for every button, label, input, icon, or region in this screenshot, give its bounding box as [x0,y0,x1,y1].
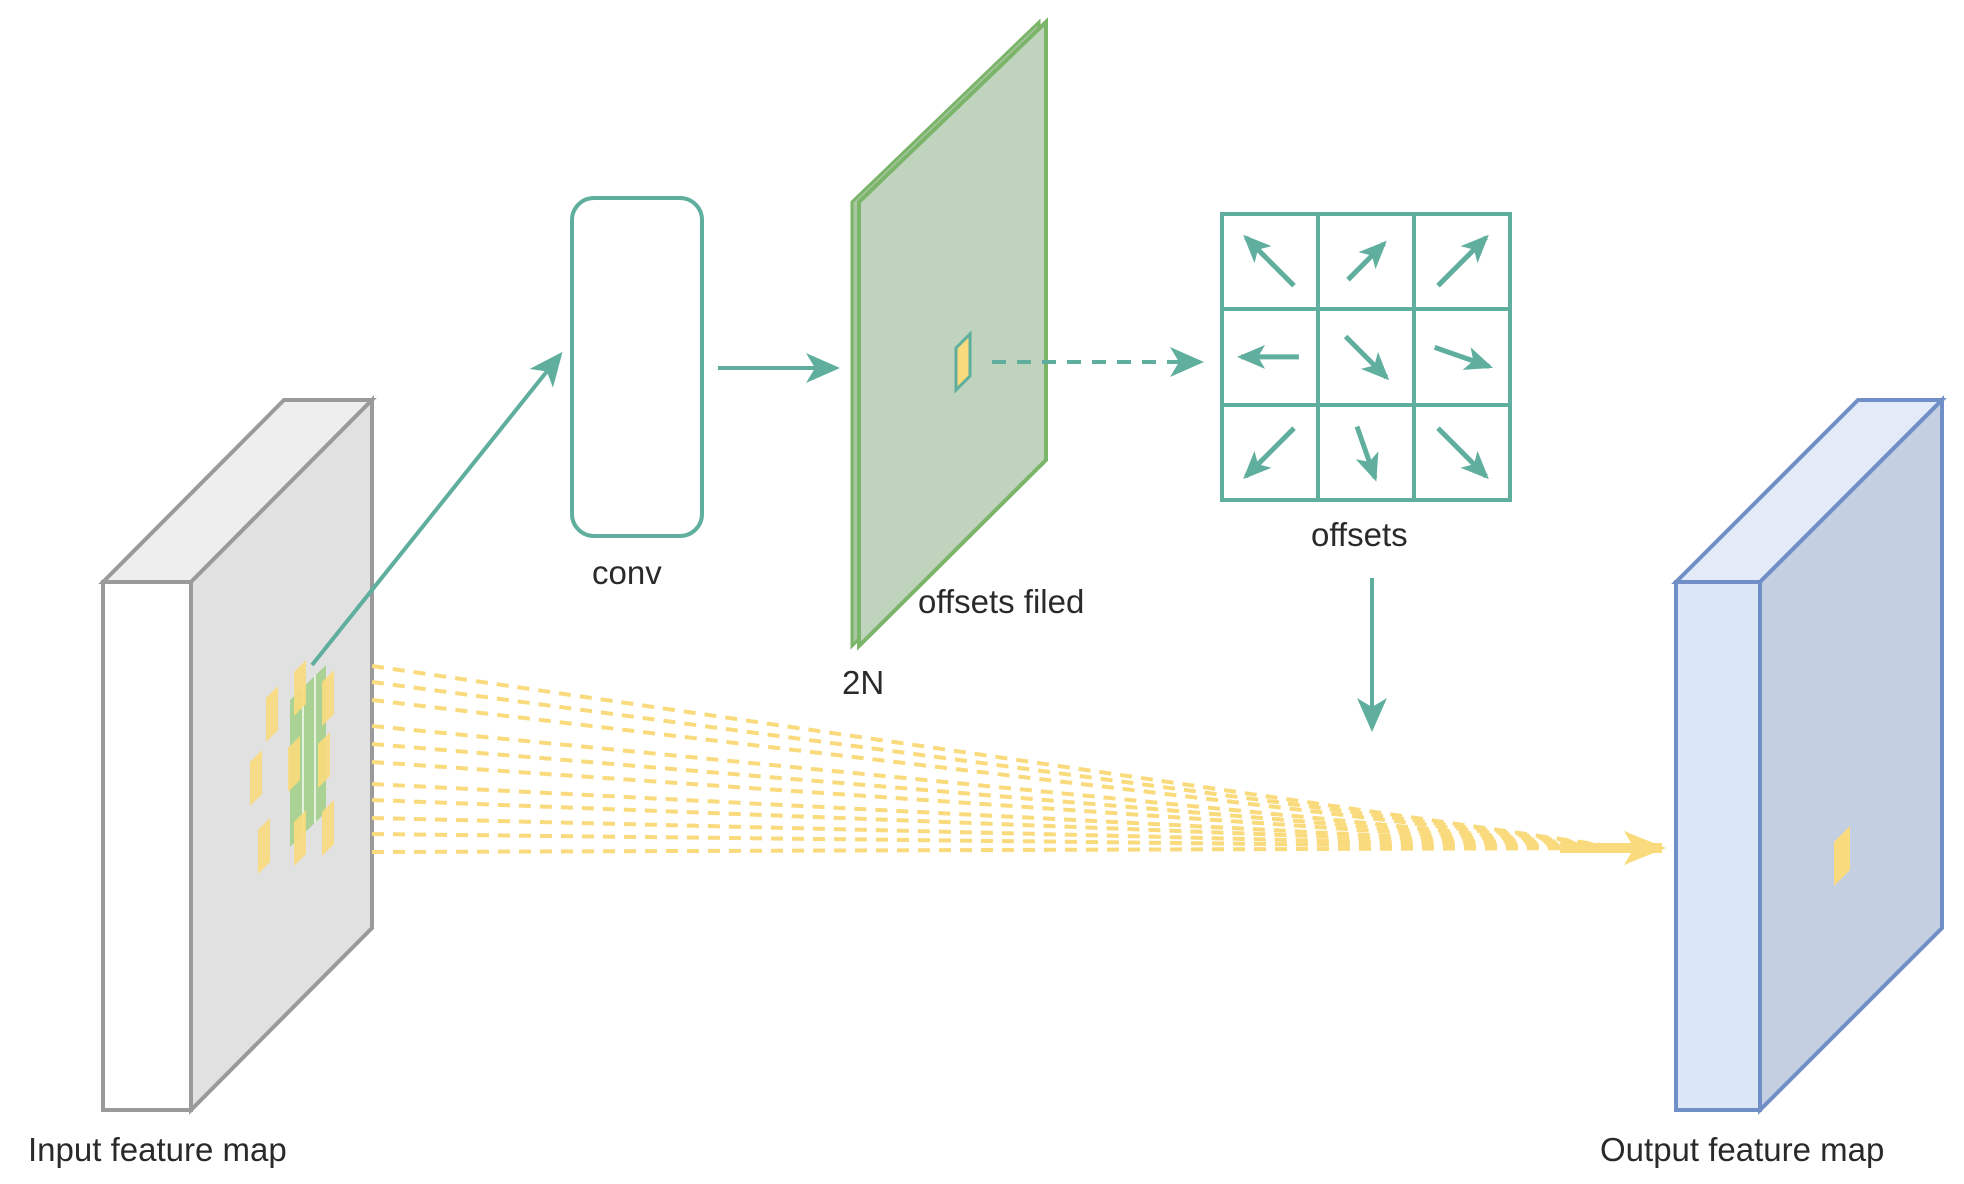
sampling-point-4 [250,750,262,806]
projection-line-11 [371,846,1623,854]
projection-line-1 [371,664,1623,850]
output-map-front-face [1674,580,1762,1112]
projection-line-3 [371,698,1623,850]
offset-arrow-down-right [1436,426,1489,480]
sampling-point-2 [294,660,306,716]
offsets-grid [1220,212,1512,502]
offset-arrow-up-left [1243,234,1296,288]
offset-arrow-down-right [1343,334,1390,381]
field-sample-marker [954,330,972,394]
projection-line-5 [371,742,1623,850]
sampling-point-6 [318,732,330,788]
offset-arrow-right [1433,345,1494,370]
offset-arrow-up-right [1346,240,1387,282]
input-feature-map-block [98,395,377,1115]
offsets-field-plane [850,17,1048,651]
sampling-point-1 [266,686,278,742]
channels-label: 2N [842,664,885,701]
sampling-point-3 [322,670,334,726]
projection-line-4 [371,724,1623,850]
output-feature-map-label: Output feature map [1600,1131,1885,1168]
deformed-sampling-points [250,660,334,874]
input-map-front-face [101,580,193,1112]
offset-arrow-up-right [1436,234,1489,288]
input-to-conv-arrow [310,351,563,667]
output-feature-map-block [1671,395,1947,1115]
projection-line-10 [371,832,1623,850]
sampling-point-5 [288,736,300,792]
offset-arrow-down-left [1243,426,1296,480]
sampling-point-9 [322,800,334,856]
conv-box [570,196,704,538]
offset-arrow-down [1354,425,1379,482]
input-feature-map-label: Input feature map [28,1131,287,1168]
conv-label: conv [592,554,662,591]
sampling-projection-lines [371,664,1666,865]
sampling-point-8 [294,810,306,866]
output-sample-marker [1834,826,1850,886]
offsets-field-label: offsets filed [918,583,1085,620]
projection-line-6 [371,760,1623,850]
projection-line-7 [371,782,1623,850]
sampling-point-7 [258,818,270,874]
offsets-label: offsets [1311,516,1408,553]
projection-line-2 [371,680,1623,850]
